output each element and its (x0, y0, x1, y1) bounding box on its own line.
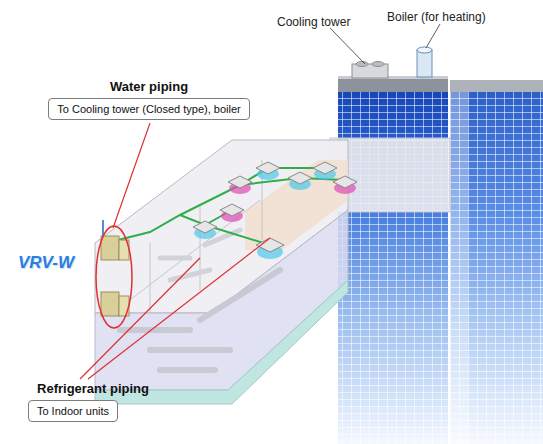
boiler-unit (417, 47, 432, 77)
tower-left-part (338, 78, 448, 92)
callout-heading: Water piping (48, 79, 250, 95)
indoor-units-part (333, 176, 357, 194)
callout-text: To Indoor units (28, 400, 118, 422)
vrv-w-units-part (101, 292, 119, 316)
tower-right-part (450, 92, 468, 444)
cooling-tower-unit-part (372, 62, 384, 67)
tower-right (450, 80, 543, 444)
leader-lines (80, 24, 440, 379)
tower-right-part (450, 80, 543, 92)
callout-text: To Cooling tower (Closed type), boiler (48, 98, 250, 120)
indoor-units-part-part (193, 221, 217, 233)
part-label: Boiler (for heating) (387, 11, 486, 24)
leader-lines-part (80, 258, 200, 379)
indoor-units-part-part (333, 176, 357, 188)
leader-lines-part (88, 238, 270, 379)
indoor-units-part (256, 162, 280, 180)
cutaway-floors (95, 140, 348, 404)
product-logo: VRV-W (18, 254, 74, 273)
leader-lines-part (330, 28, 365, 64)
indoor-units-part (256, 238, 284, 259)
indoor-units-part-part (288, 172, 312, 184)
vrv-w-units-part (101, 236, 119, 260)
indoor-units-part-part (313, 162, 337, 174)
leader-lines-part (113, 123, 150, 228)
vrv-w-units (101, 236, 129, 316)
tower-left (338, 76, 448, 444)
indoor-units-part (220, 204, 244, 222)
part-label: Cooling tower (277, 16, 350, 29)
refrigerant-pipes-part (240, 168, 325, 185)
callout-heading: Refrigerant piping (18, 381, 168, 397)
callout-box: Water piping To Cooling tower (Closed typ… (48, 79, 250, 120)
boiler-unit-part (417, 47, 432, 53)
tower-right-part (450, 92, 543, 444)
indoor-units (193, 162, 357, 259)
indoor-units-part-part (228, 176, 252, 188)
cooling-tower-unit (352, 62, 388, 79)
indoor-units-part (193, 221, 217, 239)
indoor-units-part-part (220, 204, 244, 216)
refrigerant-pipes-part (118, 178, 345, 240)
leader-lines-part (96, 226, 132, 328)
indoor-units-part-part (256, 162, 280, 174)
indoor-units-part (313, 162, 337, 180)
refrigerant-pipes (103, 168, 345, 250)
leader-lines-part (426, 24, 440, 48)
boiler-unit-part (417, 50, 432, 77)
tower-right-part (450, 92, 543, 444)
indoor-units-part (228, 176, 252, 194)
cutaway-floors-part (120, 270, 280, 370)
cooling-tower-unit-part (356, 62, 368, 67)
indoor-units-part (288, 172, 312, 190)
callout-box: Refrigerant piping To Indoor units (18, 381, 168, 422)
